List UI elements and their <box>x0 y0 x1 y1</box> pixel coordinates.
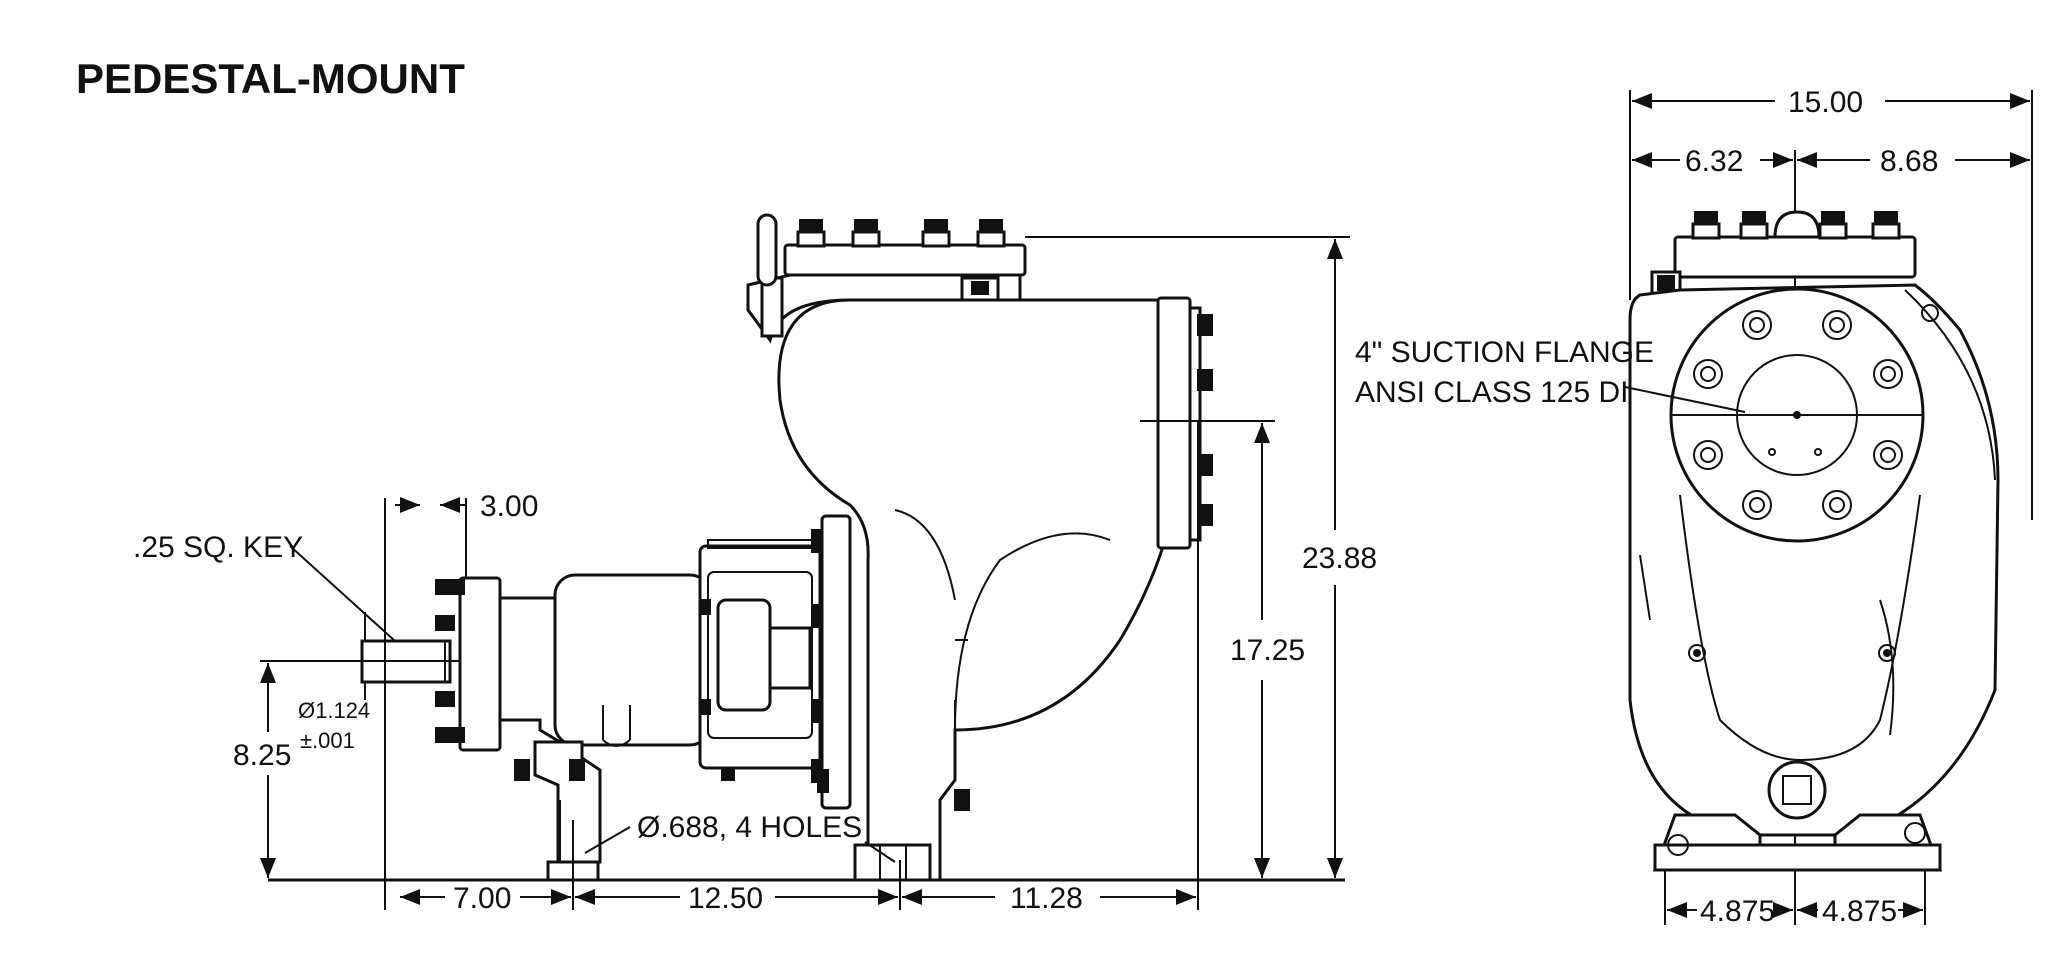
top-cover-bolts <box>796 219 1006 248</box>
dim-shaft-height: 8.25 <box>233 739 291 772</box>
dim-2388: 23.88 <box>1302 542 1377 575</box>
dim-700: 7.00 <box>453 882 511 915</box>
dim-overall-width: 15.00 <box>1788 86 1863 119</box>
dim-shaft-tol: ±.001 <box>300 728 355 753</box>
dim-right-width: 8.68 <box>1880 145 1938 178</box>
front-flange-bolts <box>1693 310 1903 520</box>
side-view: 3.00 .25 SQ. KEY Ø1.124 ±.001 8.25 Ø.688… <box>133 213 1377 915</box>
front-view: 15.00 6.32 8.68 4.875 4.875 4" SUCTION F… <box>1355 86 2033 928</box>
drawing-title: PEDESTAL-MOUNT <box>76 55 465 102</box>
dim-shaft-dia: Ø1.124 <box>298 698 370 723</box>
dim-1250: 12.50 <box>688 882 763 915</box>
flange-bolts <box>435 579 465 743</box>
note-key: .25 SQ. KEY <box>133 531 303 564</box>
dim-shaft-length: 3.00 <box>480 490 538 523</box>
suction-flange-bolts <box>1197 314 1213 526</box>
dim-foot-right: 4.875 <box>1822 895 1897 928</box>
dim-1128: 11.28 <box>1010 882 1083 915</box>
dim-1725: 17.25 <box>1230 634 1305 667</box>
dim-left-width: 6.32 <box>1685 145 1743 178</box>
suction-note-line2: ANSI CLASS 125 DI <box>1355 376 1628 409</box>
note-holes: Ø.688, 4 HOLES <box>637 811 862 844</box>
suction-note-line1: 4" SUCTION FLANGE <box>1355 336 1654 369</box>
dim-foot-left: 4.875 <box>1700 895 1775 928</box>
